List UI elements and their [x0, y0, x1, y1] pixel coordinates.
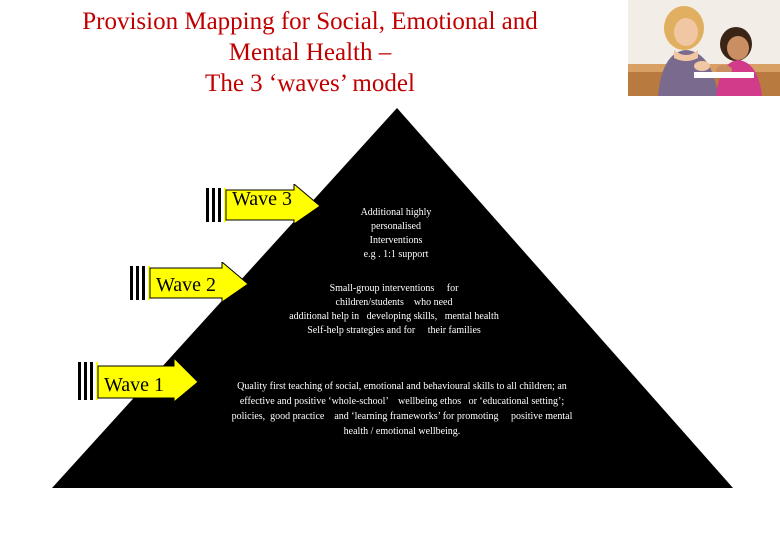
- wave-1-marker: Wave 1: [78, 358, 200, 398]
- wave-2-label: Wave 2: [150, 266, 230, 306]
- wave-3-description-line: Additional highly: [336, 206, 456, 220]
- wave-1-description-line: effective and positive ‘whole-school’ we…: [196, 394, 608, 409]
- wave-2-description-line: Self-help strategies and for their famil…: [262, 324, 526, 338]
- wave-3-description-line: Interventions: [336, 234, 456, 248]
- wave-3-description-line: e.g . 1:1 support: [336, 248, 456, 262]
- wave-3-marker: Wave 3: [206, 184, 322, 224]
- wave-1-description-line: Quality first teaching of social, emotio…: [196, 379, 608, 394]
- wave-2-description-line: children/students who need: [262, 296, 526, 310]
- wave-3-label: Wave 3: [226, 180, 302, 220]
- wave-1-description-line: policies, good practice and ‘learning fr…: [196, 409, 608, 424]
- wave-1-description-line: health / emotional wellbeing.: [196, 424, 608, 439]
- wave-2-description-line: additional help in developing skills, me…: [262, 310, 526, 324]
- wave-1-description: Quality first teaching of social, emotio…: [196, 379, 608, 439]
- wave-2-description: Small-group interventions for children/s…: [262, 282, 526, 338]
- wave-2-description-line: Small-group interventions for: [262, 282, 526, 296]
- wave-3-description-line: personalised: [336, 220, 456, 234]
- wave-2-marker: Wave 2: [130, 262, 250, 302]
- wave-1-label: Wave 1: [98, 366, 178, 406]
- wave-3-description: Additional highly personalised Intervent…: [336, 206, 456, 262]
